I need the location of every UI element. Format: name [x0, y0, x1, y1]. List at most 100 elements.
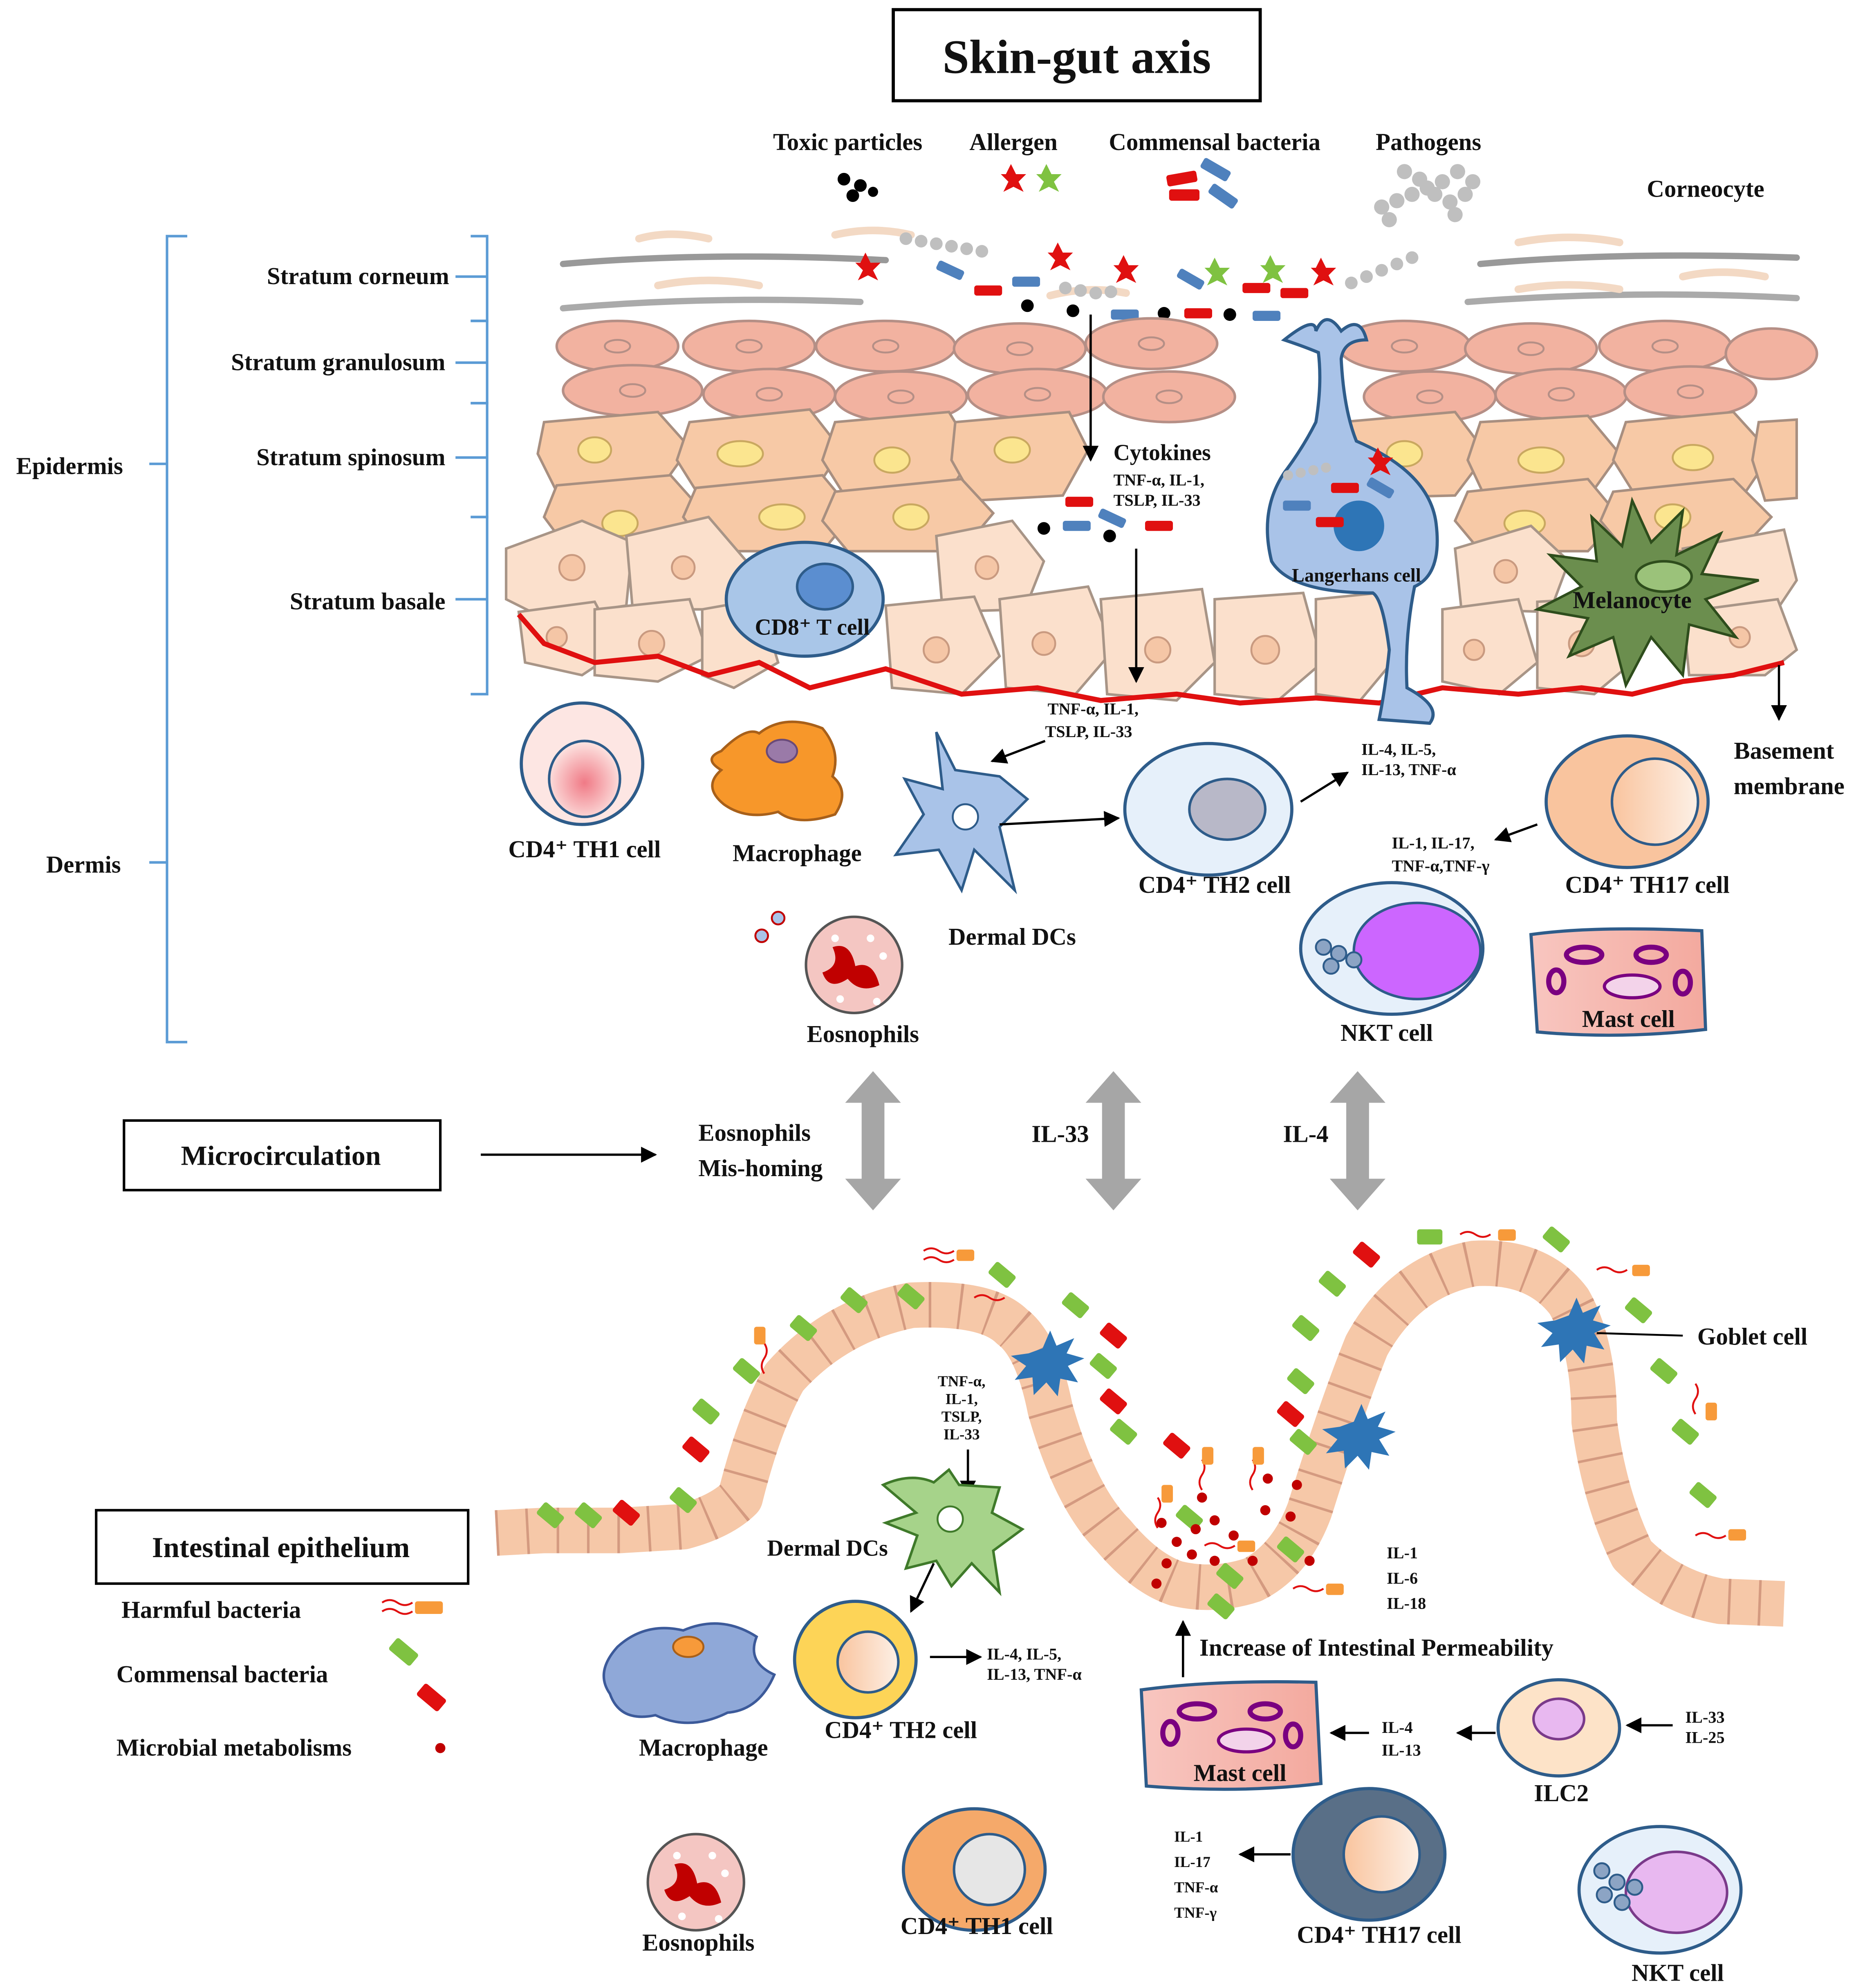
- cd8-t-cell: [724, 540, 885, 658]
- dc-cytokines-skin-1: TNF-α, IL-1,: [1048, 700, 1139, 718]
- nkt-cell-gut-label: NKT cell: [1632, 1960, 1724, 1986]
- gut-dc-to-th2-arrow: [910, 1563, 935, 1613]
- macrophage-gut: [602, 1622, 776, 1724]
- eos-mis-homing-label-1: Eosnophils: [698, 1120, 811, 1146]
- stratum-corneum-layer: [560, 226, 1800, 312]
- layer-brackets: [149, 235, 489, 1044]
- dc-cytokine-arrow: [990, 740, 1046, 764]
- corneocyte-label: Corneocyte: [1647, 176, 1764, 202]
- legend-commensal-red-icon: [417, 1683, 446, 1711]
- th17-cytokines-gut-1: IL-1: [1174, 1829, 1203, 1845]
- gut-il-list-3: IL-18: [1387, 1594, 1426, 1613]
- commensal-bacteria-icon: [1166, 158, 1238, 209]
- stratum-corneum-label: Stratum corneum: [267, 263, 449, 289]
- legend-metabolisms-icon: [435, 1743, 446, 1753]
- mast-cell-skin-label: Mast cell: [1582, 1006, 1675, 1032]
- gut-dermal-dcs-label: Dermal DCs: [767, 1536, 888, 1561]
- basal-nuclei: [545, 554, 1751, 665]
- microcirculation-box: Microcirculation: [123, 1119, 442, 1192]
- il33-exchange-label: IL-33: [1031, 1121, 1089, 1148]
- th1-cell-skin-label: CD4⁺ TH1 cell: [508, 836, 661, 863]
- cytokines-label: Cytokines: [1114, 440, 1211, 465]
- il4-exchange-label: IL-4: [1283, 1121, 1328, 1148]
- eosinophil-gut: [646, 1833, 745, 1932]
- eosnophils-gut-label: Eosnophils: [642, 1929, 755, 1956]
- pathogens-label: Pathogens: [1376, 129, 1481, 155]
- melanocyte-cell: [1533, 496, 1760, 689]
- mast-cell-gut: [1139, 1680, 1323, 1791]
- th1-cell-gut: [901, 1807, 1047, 1932]
- th2-cytokines-gut-1: IL-4, IL-5,: [987, 1645, 1061, 1663]
- spinous-nuclei: [577, 436, 1714, 537]
- th17-cytokine-arrow: [1494, 823, 1538, 843]
- nkt-cell-skin-label: NKT cell: [1340, 1020, 1433, 1046]
- macrophage-skin-nucleus: [766, 739, 798, 764]
- legend-harmful-icon: [381, 1599, 443, 1615]
- stratum-granulosum-layer: [555, 317, 1818, 424]
- cytokines-microbes: [1037, 497, 1173, 542]
- intestinal-epithelium-box: Intestinal epithelium: [95, 1509, 470, 1585]
- corneum-microbes: [855, 232, 1419, 321]
- th17-cytokines-gut-2: IL-17: [1174, 1854, 1210, 1871]
- melanocyte-label: Melanocyte: [1573, 587, 1692, 614]
- page-title: Skin-gut axis: [942, 30, 1211, 83]
- toxic-particles-icon: [837, 173, 878, 202]
- dermis-label: Dermis: [46, 851, 121, 878]
- th2-cell-gut: [793, 1600, 918, 1719]
- th2-cytokines-skin-2: IL-13, TNF-α: [1361, 760, 1456, 779]
- pathogens-icon: [1374, 164, 1481, 227]
- eos-mis-homing-label-2: Mis-homing: [698, 1155, 823, 1181]
- gut-dc-cytokines-3: TSLP,: [941, 1409, 982, 1425]
- granule-dots: [604, 336, 1704, 404]
- ilc2-label: ILC2: [1534, 1780, 1589, 1806]
- th17-cell-skin-label: CD4⁺ TH17 cell: [1565, 872, 1730, 898]
- nkt-cell-skin: [1299, 881, 1485, 1016]
- gut-commensal-bacteria: [537, 1226, 1717, 1620]
- macrophage-gut-nucleus: [672, 1636, 705, 1658]
- commensal-bacteria-label: Commensal bacteria: [1109, 129, 1320, 155]
- melanocyte-nucleus: [1634, 560, 1693, 593]
- th2-cell-skin-label: CD4⁺ TH2 cell: [1139, 872, 1291, 898]
- th1-cell-skin: [520, 701, 645, 826]
- macrophage-gut-label: Macrophage: [639, 1735, 768, 1761]
- th2-cytokine-arrow: [1300, 771, 1349, 803]
- mast-cytokines-gut-2: IL-13: [1382, 1741, 1421, 1759]
- gut-red-bacteria: [612, 1242, 1380, 1526]
- nkt-cell-gut: [1577, 1825, 1743, 1955]
- gut-dermal-dc-nucleus: [937, 1505, 964, 1533]
- dc-to-th2-arrow: [999, 811, 1120, 827]
- gut-dc-cytokines-1: TNF-α,: [938, 1373, 986, 1390]
- gut-dc-cytokines-4: IL-33: [944, 1426, 980, 1443]
- eosinophil-skin: [754, 911, 903, 1015]
- dc-cytokines-skin-2: TSLP, IL-33: [1045, 722, 1132, 741]
- dermal-dcs-skin-label: Dermal DCs: [948, 923, 1076, 950]
- permeability-label: Increase of Intestinal Permeability: [1199, 1634, 1553, 1661]
- eosnophils-skin-label: Eosnophils: [807, 1021, 919, 1047]
- goblet-cells: [1011, 1298, 1611, 1470]
- th17-cytokines-gut-3: TNF-α: [1174, 1879, 1218, 1896]
- mast-cytokines-gut-1: IL-4: [1382, 1718, 1413, 1737]
- toxic-particles-label: Toxic particles: [773, 129, 922, 155]
- gut-il-list-2: IL-6: [1387, 1569, 1418, 1587]
- microbial-metabolites: [1151, 1473, 1315, 1589]
- gut-dc-cytokines-2: IL-1,: [945, 1391, 977, 1408]
- th17-cell-gut-label: CD4⁺ TH17 cell: [1297, 1922, 1461, 1948]
- gut-harmful-bacteria-heads: [754, 1229, 1746, 1595]
- th17-cytokines-skin-1: IL-1, IL-17,: [1392, 834, 1474, 852]
- legend-commensal-label: Commensal bacteria: [117, 1661, 328, 1688]
- microcirculation-label: Microcirculation: [181, 1140, 381, 1171]
- legend-metabolisms-label: Microbial metabolisms: [117, 1735, 352, 1761]
- mast-cell-gut-label: Mast cell: [1194, 1760, 1287, 1786]
- ilc2-cytokines-1: IL-33: [1686, 1708, 1725, 1726]
- th17-cell-gut: [1291, 1787, 1447, 1922]
- macrophage-skin: [710, 720, 843, 822]
- allergen-label: Allergen: [969, 129, 1058, 155]
- th2-cytokines-skin-1: IL-4, IL-5,: [1361, 740, 1436, 759]
- ilc2-cell: [1496, 1678, 1621, 1778]
- basement-membrane-line: [517, 612, 1785, 706]
- basement-membrane-label-2: membrane: [1734, 773, 1845, 799]
- th17-cytokines-gut-4: TNF-γ: [1174, 1905, 1217, 1921]
- ilc2-cytokines-2: IL-25: [1686, 1728, 1725, 1747]
